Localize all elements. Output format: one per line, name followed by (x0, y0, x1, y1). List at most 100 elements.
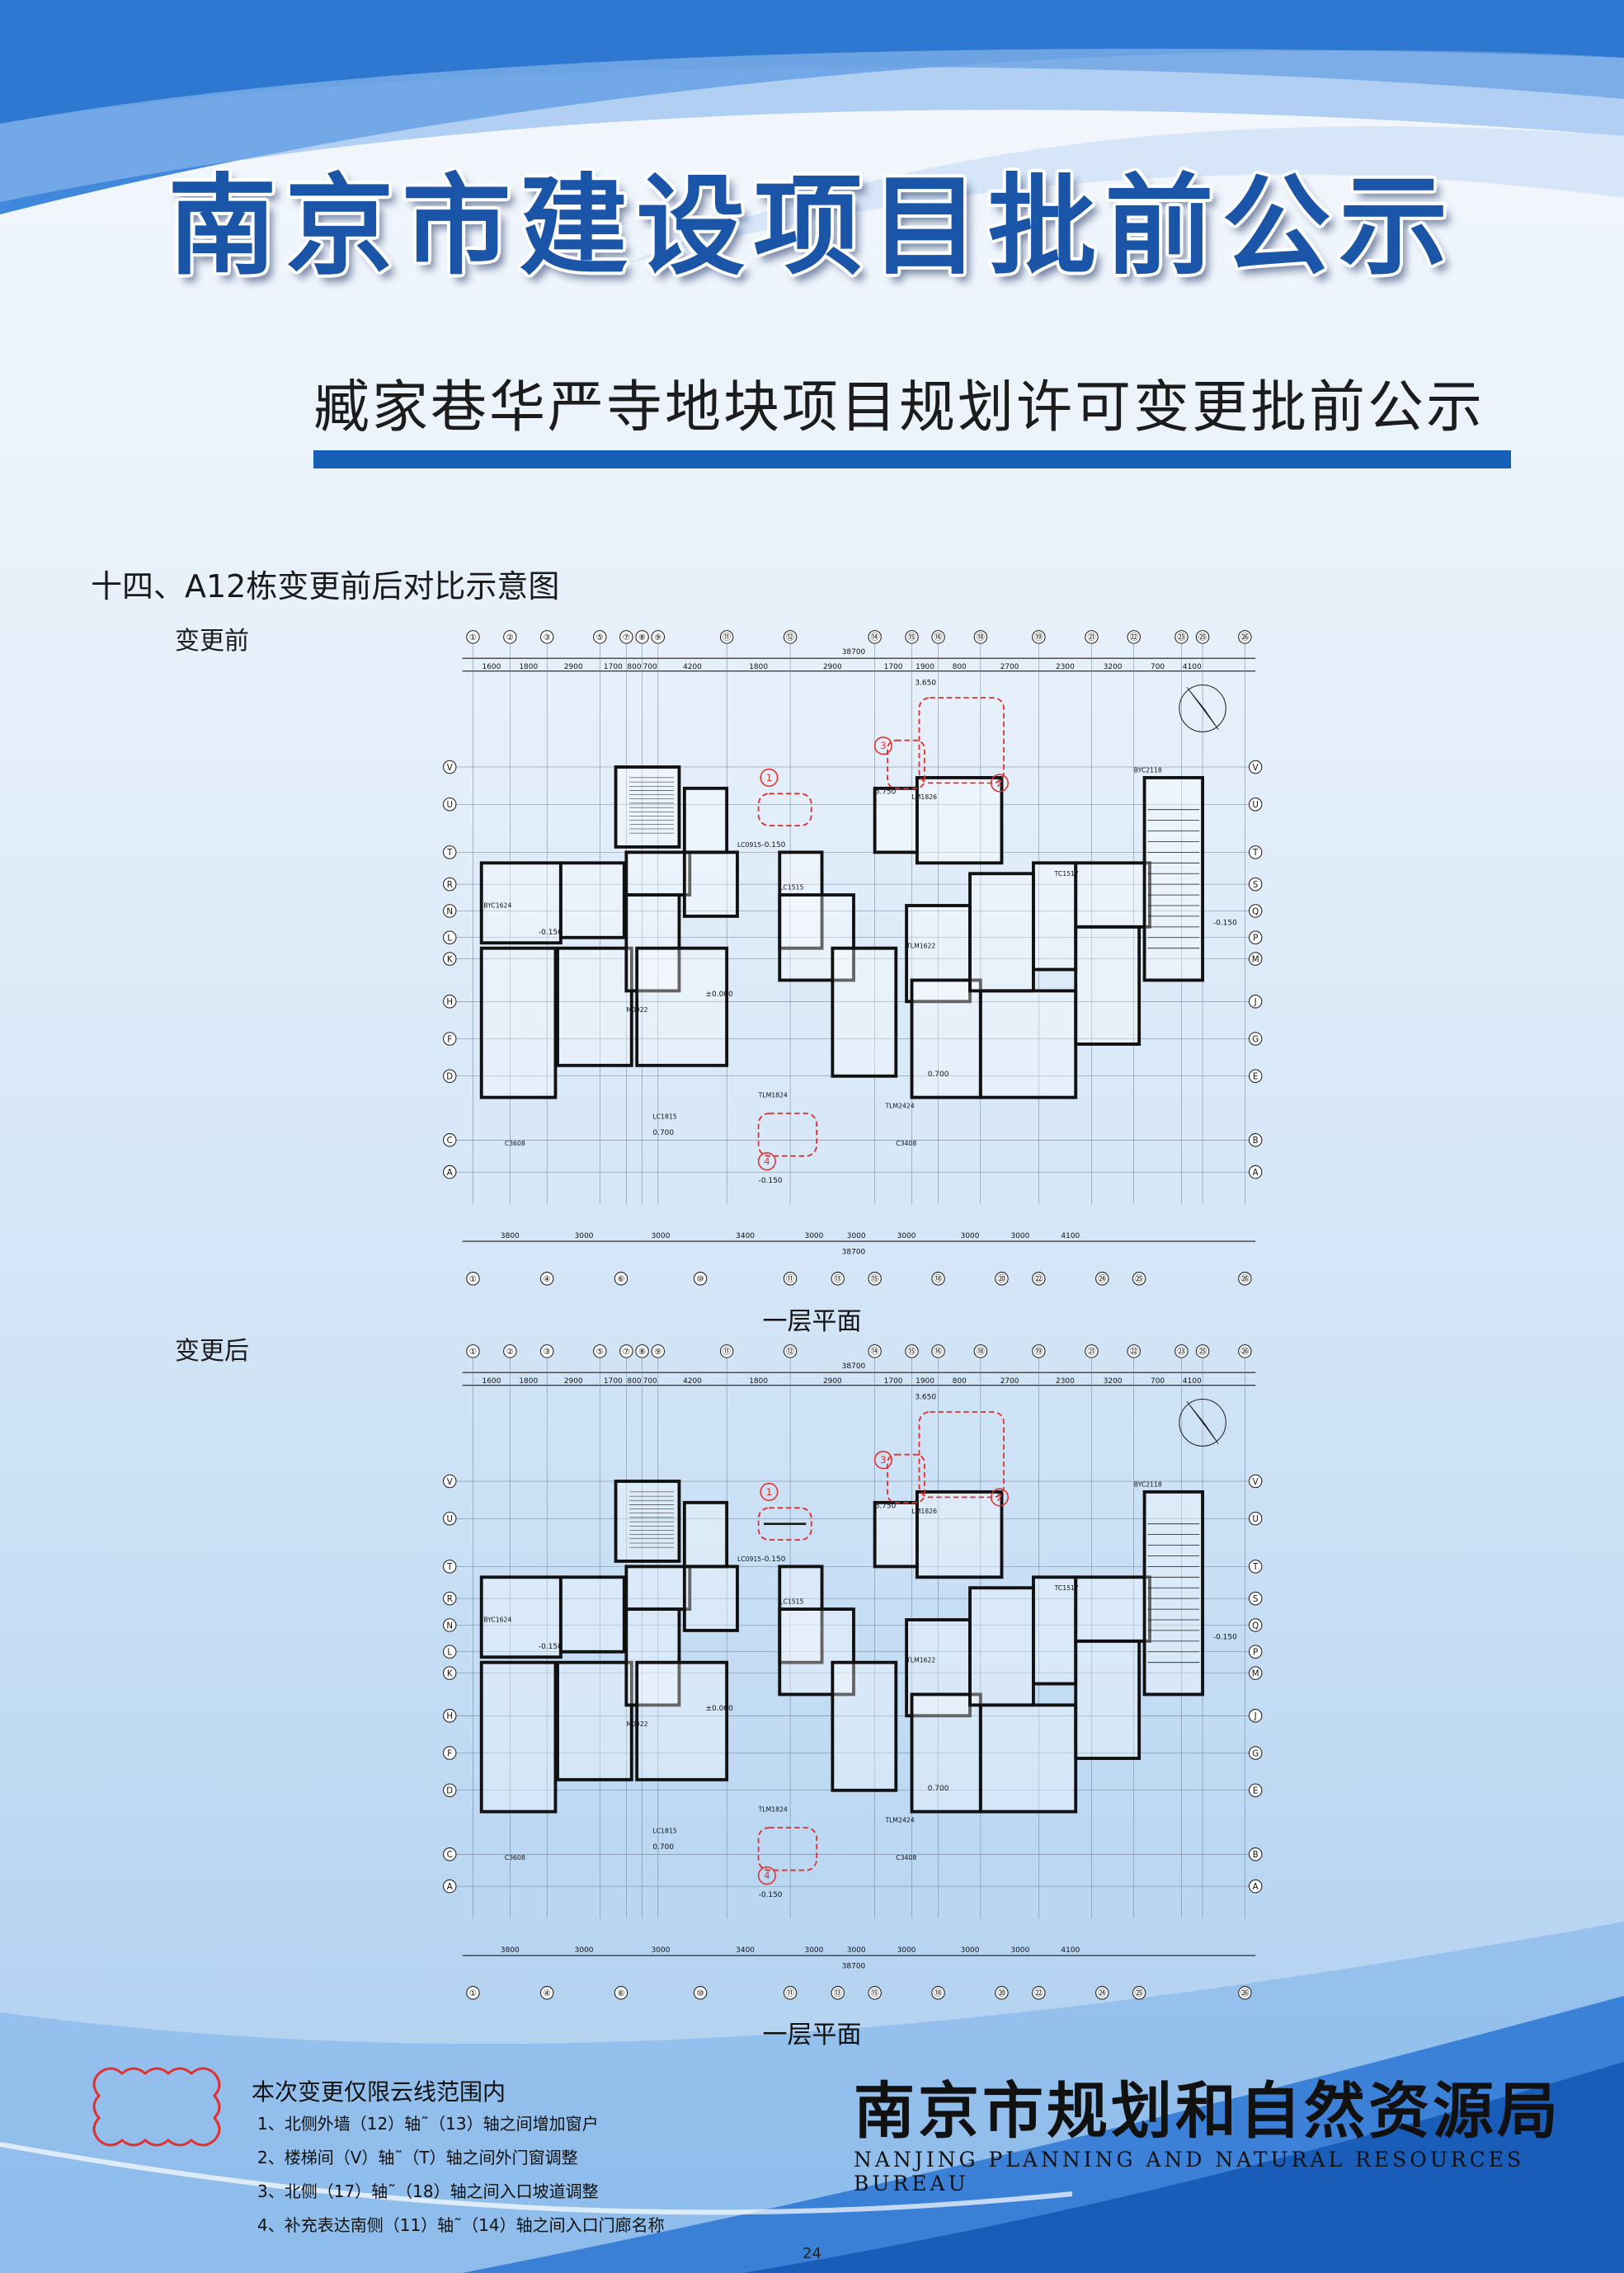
dimension-text: 4200 (683, 1377, 702, 1386)
axis-bubble (1248, 797, 1263, 812)
revision-number: 2 (996, 1491, 1002, 1503)
change-note: 3、北侧（17）轴˜（18）轴之间入口坡道调整 (257, 2181, 599, 2201)
axis-bubble (1132, 1986, 1146, 2000)
axis-bubble (466, 1986, 480, 2000)
axis-label: ⑯ (934, 633, 942, 642)
revision-cloud (757, 793, 812, 826)
axis-bubble (783, 1344, 798, 1358)
axis-label: ⑯ (934, 1347, 942, 1357)
door-window-tag: TLM2424 (884, 1103, 914, 1110)
axis-bubble (1248, 1645, 1263, 1659)
axis-label: ㉖ (1240, 633, 1249, 642)
north-arrow-icon (1179, 1398, 1226, 1447)
axis-label: Q (1252, 906, 1259, 916)
axis-label: R (447, 880, 453, 890)
axis-label: ⑱ (977, 1347, 985, 1357)
axis-label: ⑲ (1034, 1347, 1043, 1357)
axis-bubble (1248, 1069, 1263, 1084)
dimension-text: 4200 (683, 663, 702, 671)
axis-bubble (831, 1986, 845, 2000)
axis-bubble (443, 1069, 457, 1084)
axis-label: B (1253, 1136, 1259, 1146)
level-marker: ±0.000 (706, 1705, 733, 1713)
axis-label: ⑪ (786, 1988, 794, 1998)
axis-label: ⑨ (654, 1347, 661, 1357)
axis-label: E (1253, 1786, 1258, 1796)
revision-callout (873, 1451, 892, 1470)
axis-bubble (466, 1344, 480, 1358)
door-window-tag: TC1517 (1054, 1584, 1079, 1592)
change-note: 2、楼梯间（V）轴˜（T）轴之间外门窗调整 (257, 2148, 578, 2167)
revision-callout (990, 1488, 1009, 1507)
dimension-text: 3200 (1104, 1377, 1123, 1386)
axis-label: F (447, 1034, 452, 1044)
axis-bubble (1248, 1133, 1263, 1147)
total-dimension: 38700 (842, 1963, 866, 1971)
axis-label: ⑭ (871, 633, 879, 642)
dimension-text: 3000 (652, 1946, 671, 1955)
axis-label: ⑫ (786, 1347, 794, 1357)
axis-label: ⑤ (596, 1347, 604, 1357)
axis-bubble (443, 1618, 457, 1632)
total-dimension: 38700 (842, 1249, 866, 1257)
wall-outline (479, 861, 563, 945)
axis-bubble (1174, 1344, 1189, 1358)
level-marker: -0.150 (539, 1643, 563, 1651)
axis-label: S (1253, 880, 1259, 890)
dimension-text: 2700 (1000, 1377, 1019, 1386)
door-window-tag: LC1515 (779, 884, 803, 892)
door-window-tag: TLM2424 (884, 1817, 914, 1824)
wall-outline (1074, 925, 1142, 1046)
after-label: 变更后 (175, 1337, 249, 1366)
level-marker: 3.650 (915, 1393, 936, 1401)
dimension-text: 3400 (736, 1946, 755, 1955)
axis-label: ㉖ (1240, 1347, 1249, 1357)
axis-label: ⑮ (871, 1274, 879, 1284)
axis-bubble (1174, 630, 1189, 644)
axis-bubble (1238, 1986, 1252, 2000)
door-window-tag: M0922 (626, 1720, 647, 1728)
axis-label: ⑮ (907, 633, 916, 642)
dimension-text: 1700 (884, 663, 903, 671)
dimension-text: 800 (627, 663, 641, 671)
axis-label: A (447, 1882, 453, 1892)
door-window-tag: BYC1624 (483, 902, 511, 910)
axis-label: F (447, 1748, 452, 1758)
axis-bubble (995, 1272, 1009, 1286)
axis-bubble (868, 630, 882, 644)
axis-label: L (447, 1648, 452, 1658)
wall-outline (1074, 1575, 1151, 1643)
door-window-tag: C3408 (896, 1854, 916, 1861)
axis-bubble (1238, 1272, 1252, 1286)
wall-outline (831, 946, 898, 1078)
axis-bubble (693, 1986, 708, 2000)
axis-bubble (973, 630, 988, 644)
axis-label: ⑦ (623, 1347, 630, 1357)
page-number: 24 (803, 2245, 821, 2262)
wall-outline (778, 1607, 855, 1697)
axis-bubble (783, 1272, 798, 1286)
axis-label: ⑫ (786, 633, 794, 642)
revision-cloud (757, 1113, 818, 1157)
axis-bubble (443, 1666, 457, 1680)
wall-outline (905, 1618, 972, 1718)
axis-bubble (614, 1272, 628, 1286)
axis-bubble (466, 630, 480, 644)
axis-bubble (693, 1272, 708, 1286)
axis-label: H (446, 997, 453, 1007)
dimension-text: 3000 (847, 1232, 866, 1240)
axis-bubble (1127, 1344, 1141, 1358)
axis-label: ⑱ (977, 633, 985, 642)
revision-number: 1 (766, 1486, 772, 1498)
dimension-text: 700 (1151, 663, 1165, 671)
dimension-text: 3000 (961, 1946, 980, 1955)
wall-outline (682, 786, 729, 854)
axis-label: ⑩ (697, 1988, 704, 1998)
axis-label: D (446, 1786, 453, 1796)
door-window-tag: LC0915 (737, 1555, 761, 1563)
axis-label: U (447, 800, 454, 810)
dimension-text: 2700 (1000, 663, 1019, 671)
dimension-text: 700 (1151, 1377, 1165, 1386)
level-marker: 6.750 (875, 788, 897, 796)
